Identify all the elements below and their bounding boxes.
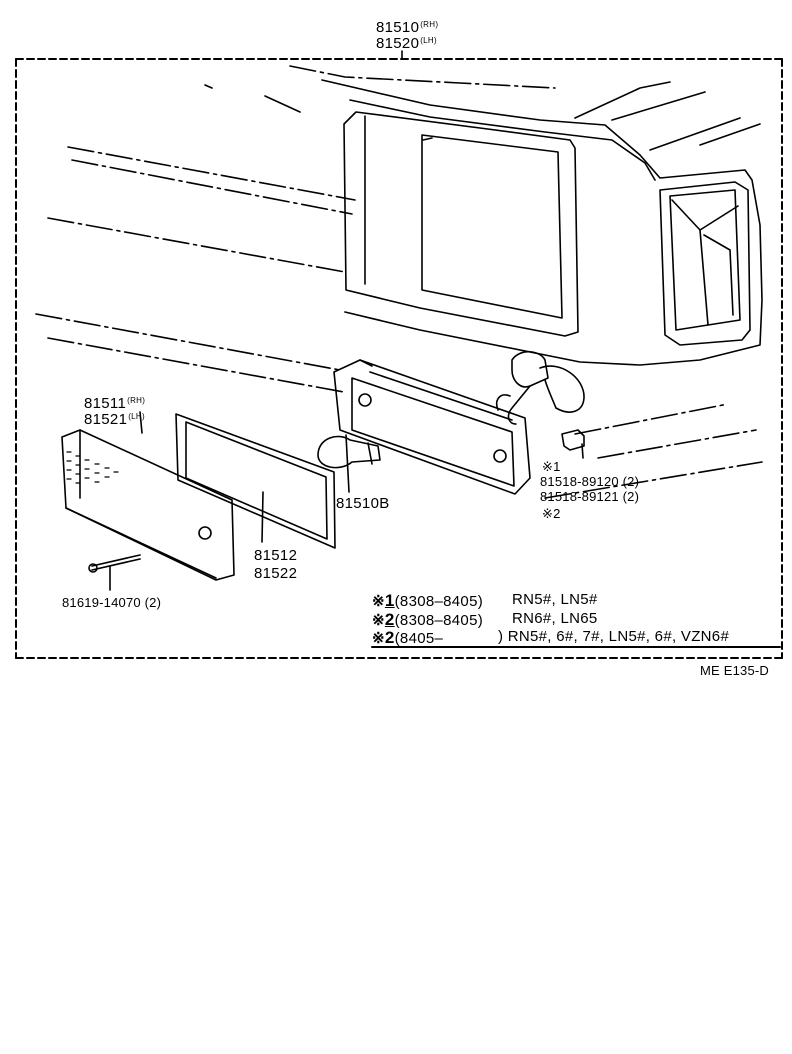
lens-tag-lh: (LH): [128, 412, 145, 421]
gasket-part-number-b: 81522: [254, 565, 298, 582]
socket-mark-1: ※1: [542, 459, 561, 474]
assembly-part-number-lh: 81520(LH): [376, 36, 437, 51]
note-1-mark: ※: [372, 593, 385, 610]
socket-mark-2: ※2: [542, 506, 561, 521]
note-row-2: ※2(8308–8405) RN6#, LN65: [372, 610, 597, 629]
gasket-part-number-a: 81512: [254, 547, 298, 564]
bulb-socket: [511, 350, 549, 388]
hood-lines: [204, 84, 301, 113]
note-3-models: ) RN5#, 6#, 7#, LN5#, 6#, VZN6#: [498, 628, 730, 645]
socket-part-number-b: 81518-89121 (2): [540, 489, 640, 504]
leader-housing: [345, 434, 350, 493]
note-1-range: (8308–8405): [394, 593, 484, 610]
screw-outline: [91, 554, 141, 567]
diagram-code: ME E135-D: [700, 663, 769, 678]
socket-part-number-a: 81518-89120 (2): [540, 474, 640, 489]
note-3-num: 2: [384, 628, 395, 647]
note-2-models: RN6#, LN65: [512, 610, 598, 627]
leader-lens: [139, 411, 143, 434]
clip-part: [561, 429, 585, 451]
note-3-mark: ※: [372, 630, 385, 647]
lens-part-rh-text: 81511: [84, 395, 127, 412]
assembly-part-lh-text: 81520: [376, 35, 420, 52]
assembly-part-number-rh: 81510(RH): [376, 20, 438, 35]
corner-lamp: [659, 181, 751, 346]
screw-part-number: 81619-14070 (2): [62, 595, 162, 610]
headlamp-recess: [343, 111, 579, 337]
lens-part-number-rh: 81511(RH): [84, 396, 145, 411]
assembly-tag-lh: (LH): [420, 36, 437, 45]
note-row-3: ※2(8405– ) RN5#, 6#, 7#, LN5#, 6#, VZN6#: [372, 628, 729, 647]
assembly-boundary-frame: [15, 58, 783, 659]
housing-part-number: 81510B: [336, 495, 390, 512]
note-1-num: 1: [384, 591, 395, 610]
leader-gasket: [261, 491, 264, 543]
note-1-models: RN5#, LN5#: [512, 591, 598, 608]
note-2-mark: ※: [372, 612, 385, 629]
assembly-part-rh-text: 81510: [376, 19, 420, 36]
lens-part-lh-text: 81521: [84, 411, 128, 428]
lens-tag-rh: (RH): [127, 396, 146, 405]
lens-part-number-lh: 81521(LH): [84, 412, 145, 427]
assembly-tag-rh: (RH): [420, 20, 439, 29]
gasket-outline: [175, 413, 336, 549]
fender-outline: [321, 79, 763, 366]
note-3-range: (8405–: [394, 630, 444, 647]
note-2-num: 2: [384, 610, 395, 629]
bulb-outline: [317, 435, 381, 469]
note-2-range: (8308–8405): [394, 612, 484, 629]
note-row-1: ※1(8308–8405) RN5#, LN5#: [372, 591, 597, 610]
lens-outline: [61, 429, 235, 581]
housing-outline: [333, 359, 531, 495]
car-body-lines: [35, 65, 763, 499]
